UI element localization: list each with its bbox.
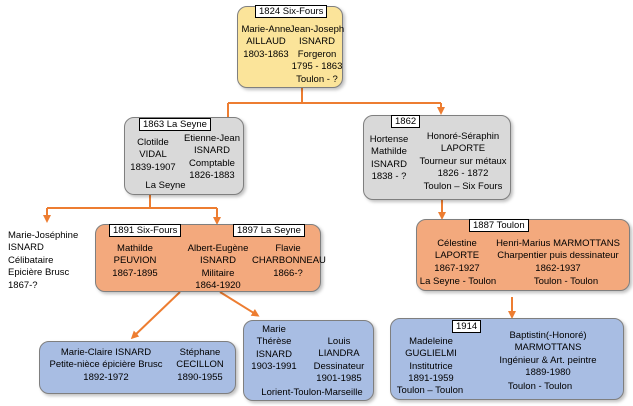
marriage-tag: 1887 Toulon <box>469 219 529 232</box>
marriage-tag: 1824 Six-Fours <box>255 5 328 18</box>
family-box-gen4-c <box>390 318 624 400</box>
place-label-b: Toulon - Toulon <box>507 381 573 392</box>
family-box-gen2-right <box>363 115 511 200</box>
person-mathilde-peuvion: Mathilde PEUVION 1867-1895 <box>112 243 158 279</box>
person-honore-seraphin-laporte: Honoré-Séraphin LAPORTE Tourneur sur mét… <box>419 131 507 192</box>
person-flavie-charbonneau: Flavie CHARBONNEAU 1866-? <box>252 243 326 279</box>
family-box-gen1 <box>237 6 343 88</box>
marriage-tag-1891: 1891 Six-Fours <box>109 224 182 237</box>
place-label-a: La Seyne - Toulon <box>419 276 497 287</box>
person-marie-therese-isnard: Marie Thérèse ISNARD 1903-1991 <box>251 324 297 373</box>
connector-to-gen4-b <box>219 291 260 317</box>
family-box-gen4-b <box>243 320 374 401</box>
person-hortense-mathilde-isnard: Hortense Mathilde ISNARD 1838 - ? <box>369 134 409 183</box>
person-celestine-laporte: Célestine LAPORTE 1867-1927 <box>434 238 480 274</box>
person-marie-claire-isnard: Marie-Claire ISNARD Petite-nièce épicièr… <box>49 347 163 383</box>
place-label-a: Toulon – Toulon <box>396 385 464 396</box>
person-clotilde-vidal: Clotilde VIDAL 1839-1907 <box>130 137 176 173</box>
marriage-tag: 1862 <box>391 115 421 128</box>
person-stephane-cecillon: Stéphane CECILLON 1890-1955 <box>176 347 224 383</box>
marriage-tag-1897: 1897 La Seyne <box>233 224 305 237</box>
place-label: Lorient-Toulon-Marseille <box>261 387 363 398</box>
place-label: La Seyne <box>145 180 186 191</box>
marriage-tag: 1914 <box>452 320 482 333</box>
person-madeleine-guglielmi: Madeleine GUGLIELMI Institutrice 1891-19… <box>405 336 457 385</box>
family-box-gen4-a <box>39 341 236 394</box>
person-jean-joseph-isnard: Jean-Joseph ISNARD Forgeron 1795 - 1863 … <box>289 24 345 85</box>
person-etienne-jean-isnard: Etienne-Jean ISNARD Comptable 1826-1883 <box>184 133 240 182</box>
place-label-b: Toulon - Toulon <box>533 276 599 287</box>
person-louis-liandra: Louis LIANDRA Dessinateur 1901-1985 <box>313 336 365 385</box>
person-aillaud: Marie-Anne AILLAUD 1803-1863 <box>241 24 291 60</box>
person-albert-eugene-isnard: Albert-Eugène ISNARD Militaire 1864-1920 <box>187 243 249 292</box>
person-baptistin-marmottans: Baptistin(-Honoré) MARMOTTANS Ingénieur … <box>499 330 597 379</box>
marriage-tag: 1863 La Seyne <box>139 118 211 131</box>
connector-to-gen4-a <box>130 291 181 340</box>
person-marie-josephine-isnard: Marie-Joséphine ISNARD Célibataire Epici… <box>8 230 79 291</box>
person-henri-marius-marmottans: Henri-Marius MARMOTTANS Charpentier puis… <box>496 238 620 274</box>
